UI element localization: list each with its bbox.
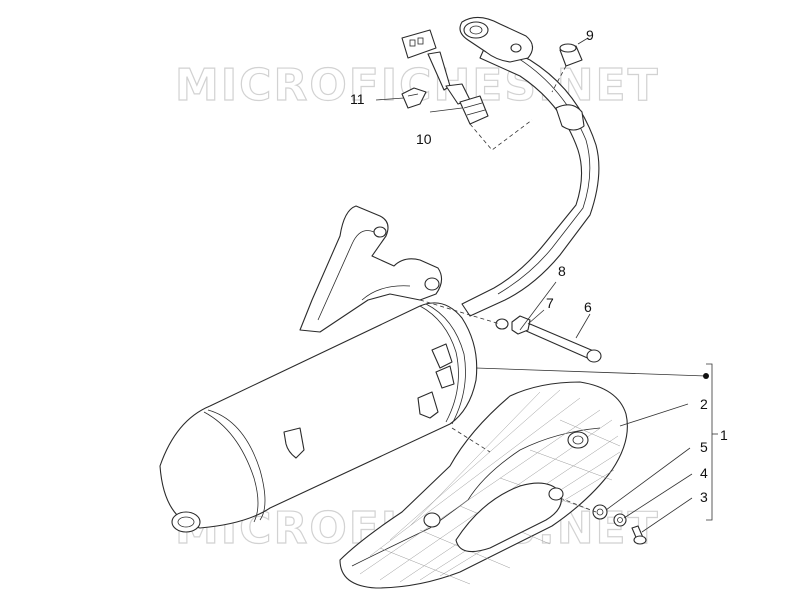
callout-3: 3	[700, 489, 708, 505]
leader-lines	[375, 37, 718, 533]
callout-1: 1	[720, 427, 728, 443]
pipe-sleeve	[559, 43, 583, 67]
lambda-sensor	[401, 29, 489, 125]
callout-11: 11	[350, 91, 365, 107]
callout-2: 2	[700, 396, 708, 412]
callout-8: 8	[558, 263, 566, 279]
sensor-clip	[401, 87, 427, 109]
exhaust-downpipe	[459, 16, 600, 317]
callout-9: 9	[586, 27, 594, 43]
assembly-line-sleeve	[551, 65, 567, 93]
silencer-body	[159, 302, 478, 533]
callout-6: 6	[584, 299, 592, 315]
callout-5: 5	[700, 439, 708, 455]
assembly-line-sensor	[469, 119, 533, 151]
callout-10: 10	[416, 131, 432, 147]
callout-4: 4	[700, 465, 708, 481]
callout-7: 7	[546, 295, 554, 311]
muffler-bracket	[299, 205, 443, 333]
mounting-bolt	[495, 315, 602, 363]
small-hardware	[592, 504, 647, 545]
assembly-line-shield	[451, 427, 491, 453]
heat-shield	[339, 381, 628, 589]
